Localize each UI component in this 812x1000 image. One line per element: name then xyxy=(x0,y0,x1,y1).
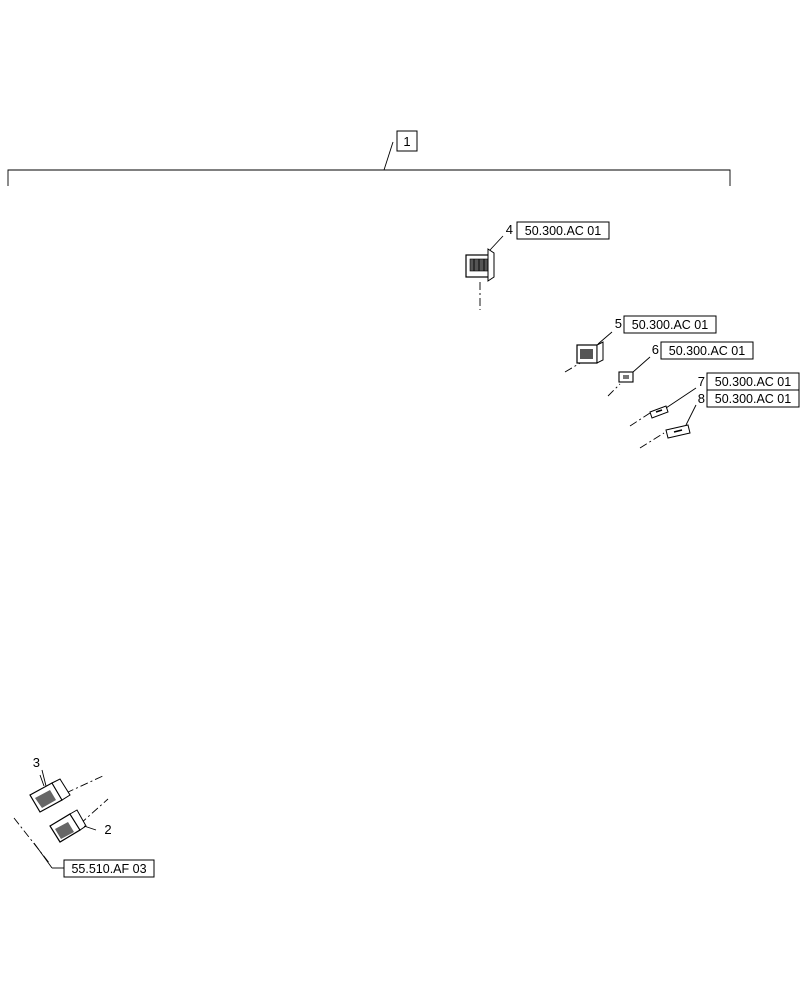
connector-3pin-icon xyxy=(465,248,495,282)
terminal-small-icon xyxy=(618,371,634,383)
callout-4-group: 4 50.300.AC 01 xyxy=(489,221,610,251)
harness-trunk xyxy=(173,445,498,743)
branch-item-2 xyxy=(106,738,184,800)
terminal-flat-icon xyxy=(649,405,669,419)
leader-lines xyxy=(13,282,665,865)
callout-7: 7 xyxy=(698,374,705,389)
callout-6: 6 xyxy=(652,342,659,357)
callout-8-group: 8 50.300.AC 01 xyxy=(685,389,800,426)
callout-6-group: 6 50.300.AC 01 xyxy=(632,341,754,373)
callout-8: 8 xyxy=(698,391,705,406)
callout-2-group: 2 xyxy=(83,822,112,837)
callout-5: 5 xyxy=(615,316,622,331)
callout-box-1 xyxy=(396,130,418,152)
ref-box-5 xyxy=(623,315,717,334)
callout-3: 3 xyxy=(33,755,40,770)
callout-1: 1 xyxy=(403,134,410,149)
connector-4pin-icon xyxy=(576,341,604,364)
assembly-bracket: 1 xyxy=(7,130,731,186)
ref-box-4 xyxy=(516,221,610,240)
branch-item-4 xyxy=(477,309,498,453)
terminal-flat-icon-2 xyxy=(665,424,691,439)
ref-2-3: 55.510.AF 03 xyxy=(71,862,146,876)
ref-5: 50.300.AC 01 xyxy=(632,318,708,332)
ref-box-2-3 xyxy=(63,859,155,878)
callout-2: 2 xyxy=(104,822,111,837)
ref-7: 50.300.AC 01 xyxy=(715,375,791,389)
branch-item-3 xyxy=(104,735,183,778)
ref-8: 50.300.AC 01 xyxy=(715,392,791,406)
ref-6: 50.300.AC 01 xyxy=(669,344,745,358)
branch-item-6 xyxy=(542,395,611,435)
callout-4: 4 xyxy=(506,222,513,237)
callout-5-group: 5 50.300.AC 01 xyxy=(597,315,717,345)
callout-7-group: 7 50.300.AC 01 xyxy=(665,372,800,409)
junction-right xyxy=(485,427,550,457)
connector-2pin-icon-2 xyxy=(49,809,87,843)
ref-box-8 xyxy=(706,389,800,408)
callout-3-group: 3 xyxy=(33,755,47,787)
ref-items-2-3-group: 55.510.AF 03 xyxy=(33,842,155,878)
ref-4: 50.300.AC 01 xyxy=(525,224,601,238)
ref-box-6 xyxy=(660,341,754,360)
branch-item-8 xyxy=(542,429,643,457)
connector-2pin-icon xyxy=(29,774,71,813)
